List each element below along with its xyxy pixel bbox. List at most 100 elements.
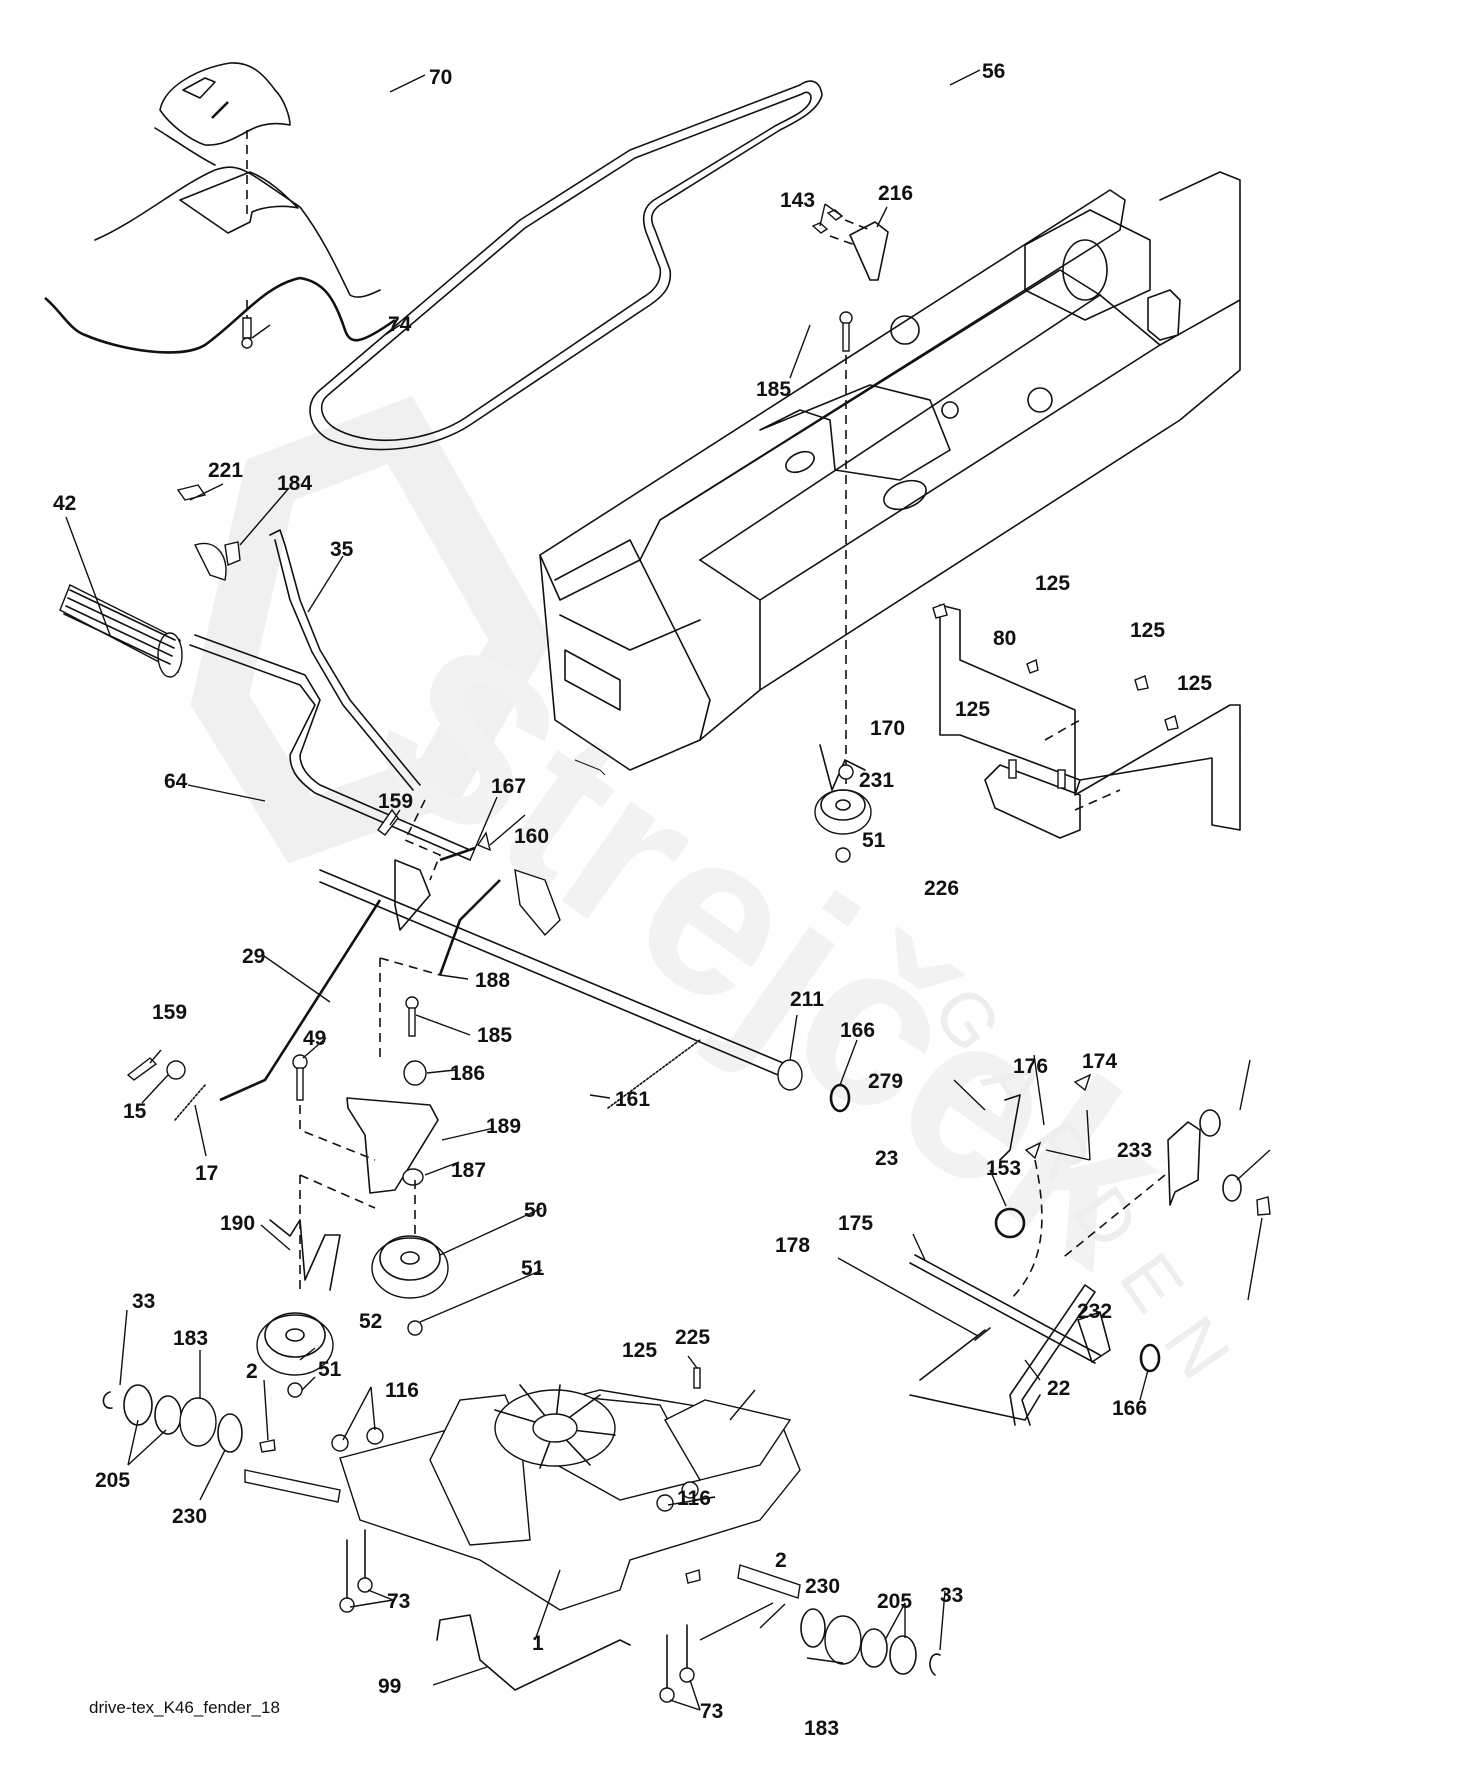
callout-153[interactable]: 153 — [986, 1157, 1021, 1180]
callout-116-a[interactable]: 116 — [385, 1379, 419, 1402]
dash-279 — [1009, 1159, 1043, 1301]
callout-33-b[interactable]: 33 — [940, 1584, 963, 1607]
callout-80[interactable]: 80 — [993, 627, 1016, 650]
callout-175[interactable]: 175 — [838, 1212, 873, 1235]
frame-front-window — [564, 649, 621, 711]
callout-125-e[interactable]: 125 — [622, 1339, 657, 1362]
rod-99 — [436, 1614, 631, 1691]
callout-178[interactable]: 178 — [775, 1234, 810, 1257]
callout-189[interactable]: 189 — [486, 1115, 521, 1138]
callout-73-b[interactable]: 73 — [700, 1700, 723, 1723]
callout-170[interactable]: 170 — [870, 717, 905, 740]
callout-174[interactable]: 174 — [1082, 1050, 1117, 1073]
lever-22-base — [909, 1329, 1041, 1421]
callout-125-d[interactable]: 125 — [955, 698, 990, 721]
callout-226[interactable]: 226 — [924, 877, 959, 900]
callout-161[interactable]: 161 — [615, 1088, 650, 1111]
callout-51-a[interactable]: 51 — [862, 829, 886, 852]
bolt-232 — [1256, 1196, 1271, 1216]
frame-right-rail-inner — [1159, 299, 1241, 346]
callout-15[interactable]: 15 — [123, 1100, 147, 1123]
callout-143[interactable]: 143 — [780, 189, 815, 212]
callout-99[interactable]: 99 — [378, 1675, 401, 1698]
callout-125-a[interactable]: 125 — [1035, 572, 1070, 595]
callout-159-a[interactable]: 159 — [378, 790, 413, 813]
axle-left — [244, 1469, 341, 1503]
callout-185-b[interactable]: 185 — [477, 1024, 512, 1047]
bolt-49-shank — [296, 1067, 304, 1101]
callout-2-a[interactable]: 2 — [246, 1360, 258, 1383]
callout-211[interactable]: 211 — [790, 988, 824, 1011]
callout-188[interactable]: 188 — [475, 969, 510, 992]
nut-51-c — [287, 1382, 303, 1398]
fender-body — [94, 166, 381, 298]
callout-233[interactable]: 233 — [1117, 1139, 1152, 1162]
callout-2-b[interactable]: 2 — [775, 1549, 787, 1572]
callout-17[interactable]: 17 — [195, 1162, 218, 1185]
callout-185-top[interactable]: 185 — [756, 378, 791, 401]
cross-shaft-plate — [394, 859, 431, 931]
bolt-73-b2-head — [679, 1667, 695, 1683]
nut-116-b1 — [656, 1494, 674, 1512]
callout-231[interactable]: 231 — [859, 769, 894, 792]
callout-125-b[interactable]: 125 — [1130, 619, 1165, 642]
callout-116-b[interactable]: 116 — [677, 1487, 711, 1510]
callout-183-a[interactable]: 183 — [173, 1327, 208, 1350]
callout-205-b[interactable]: 205 — [877, 1590, 912, 1613]
callout-1[interactable]: 1 — [532, 1632, 544, 1655]
callout-221[interactable]: 221 — [208, 459, 243, 482]
washer-205-b1 — [860, 1628, 888, 1668]
drive-belt-56 — [309, 80, 823, 451]
callout-51-c[interactable]: 51 — [318, 1358, 342, 1381]
nut-116-a2 — [366, 1427, 384, 1445]
callout-183-b[interactable]: 183 — [804, 1717, 839, 1740]
callout-160[interactable]: 160 — [514, 825, 549, 848]
callout-186[interactable]: 186 — [450, 1062, 485, 1085]
callout-166-a[interactable]: 166 — [840, 1019, 875, 1042]
callout-190[interactable]: 190 — [220, 1212, 255, 1235]
callout-49[interactable]: 49 — [303, 1027, 326, 1050]
callout-29[interactable]: 29 — [242, 945, 265, 968]
knob-184-clip — [224, 541, 241, 566]
bolt-125-f — [1057, 769, 1066, 789]
callout-230-b[interactable]: 230 — [805, 1575, 840, 1598]
callout-176[interactable]: 176 — [1013, 1055, 1048, 1078]
clip-153-a — [1073, 1073, 1092, 1092]
guard-225 — [664, 1399, 792, 1481]
callout-166-b[interactable]: 166 — [1112, 1397, 1147, 1420]
callout-74[interactable]: 74 — [388, 313, 412, 336]
callout-187[interactable]: 187 — [451, 1159, 486, 1182]
cross-shaft-arm — [514, 868, 561, 937]
callout-70[interactable]: 70 — [429, 66, 452, 89]
callout-159-b[interactable]: 159 — [152, 1001, 187, 1024]
callout-125-c[interactable]: 125 — [1177, 672, 1212, 695]
bolt-185-shank — [842, 322, 850, 352]
callout-184[interactable]: 184 — [277, 472, 312, 495]
callout-64[interactable]: 64 — [164, 770, 188, 793]
right-lever-assembly — [909, 1073, 1271, 1426]
fender-cover-mark — [211, 101, 229, 119]
callout-216[interactable]: 216 — [878, 182, 913, 205]
callout-23[interactable]: 23 — [875, 1147, 898, 1170]
frame-right-rail — [759, 171, 1241, 691]
callout-33-a[interactable]: 33 — [132, 1290, 155, 1313]
callout-167[interactable]: 167 — [491, 775, 526, 798]
callout-52[interactable]: 52 — [359, 1310, 382, 1333]
callout-73-a[interactable]: 73 — [387, 1590, 410, 1613]
callout-51-b[interactable]: 51 — [521, 1257, 545, 1280]
bolt-73-a2-head — [357, 1577, 373, 1593]
belt-outer — [309, 80, 823, 451]
callout-232[interactable]: 232 — [1077, 1300, 1112, 1323]
callout-22[interactable]: 22 — [1047, 1377, 1070, 1400]
cooling-fan-blades — [494, 1384, 616, 1469]
pedal-shaft-64-b — [189, 644, 471, 861]
callout-42[interactable]: 42 — [53, 492, 76, 515]
callout-35[interactable]: 35 — [330, 538, 354, 561]
callout-230-a[interactable]: 230 — [172, 1505, 207, 1528]
callout-225[interactable]: 225 — [675, 1326, 710, 1349]
callout-56[interactable]: 56 — [982, 60, 1005, 83]
callout-279[interactable]: 279 — [868, 1070, 903, 1093]
pulley-50-rim — [379, 1235, 441, 1281]
callout-205-a[interactable]: 205 — [95, 1469, 130, 1492]
callout-50[interactable]: 50 — [524, 1199, 547, 1222]
